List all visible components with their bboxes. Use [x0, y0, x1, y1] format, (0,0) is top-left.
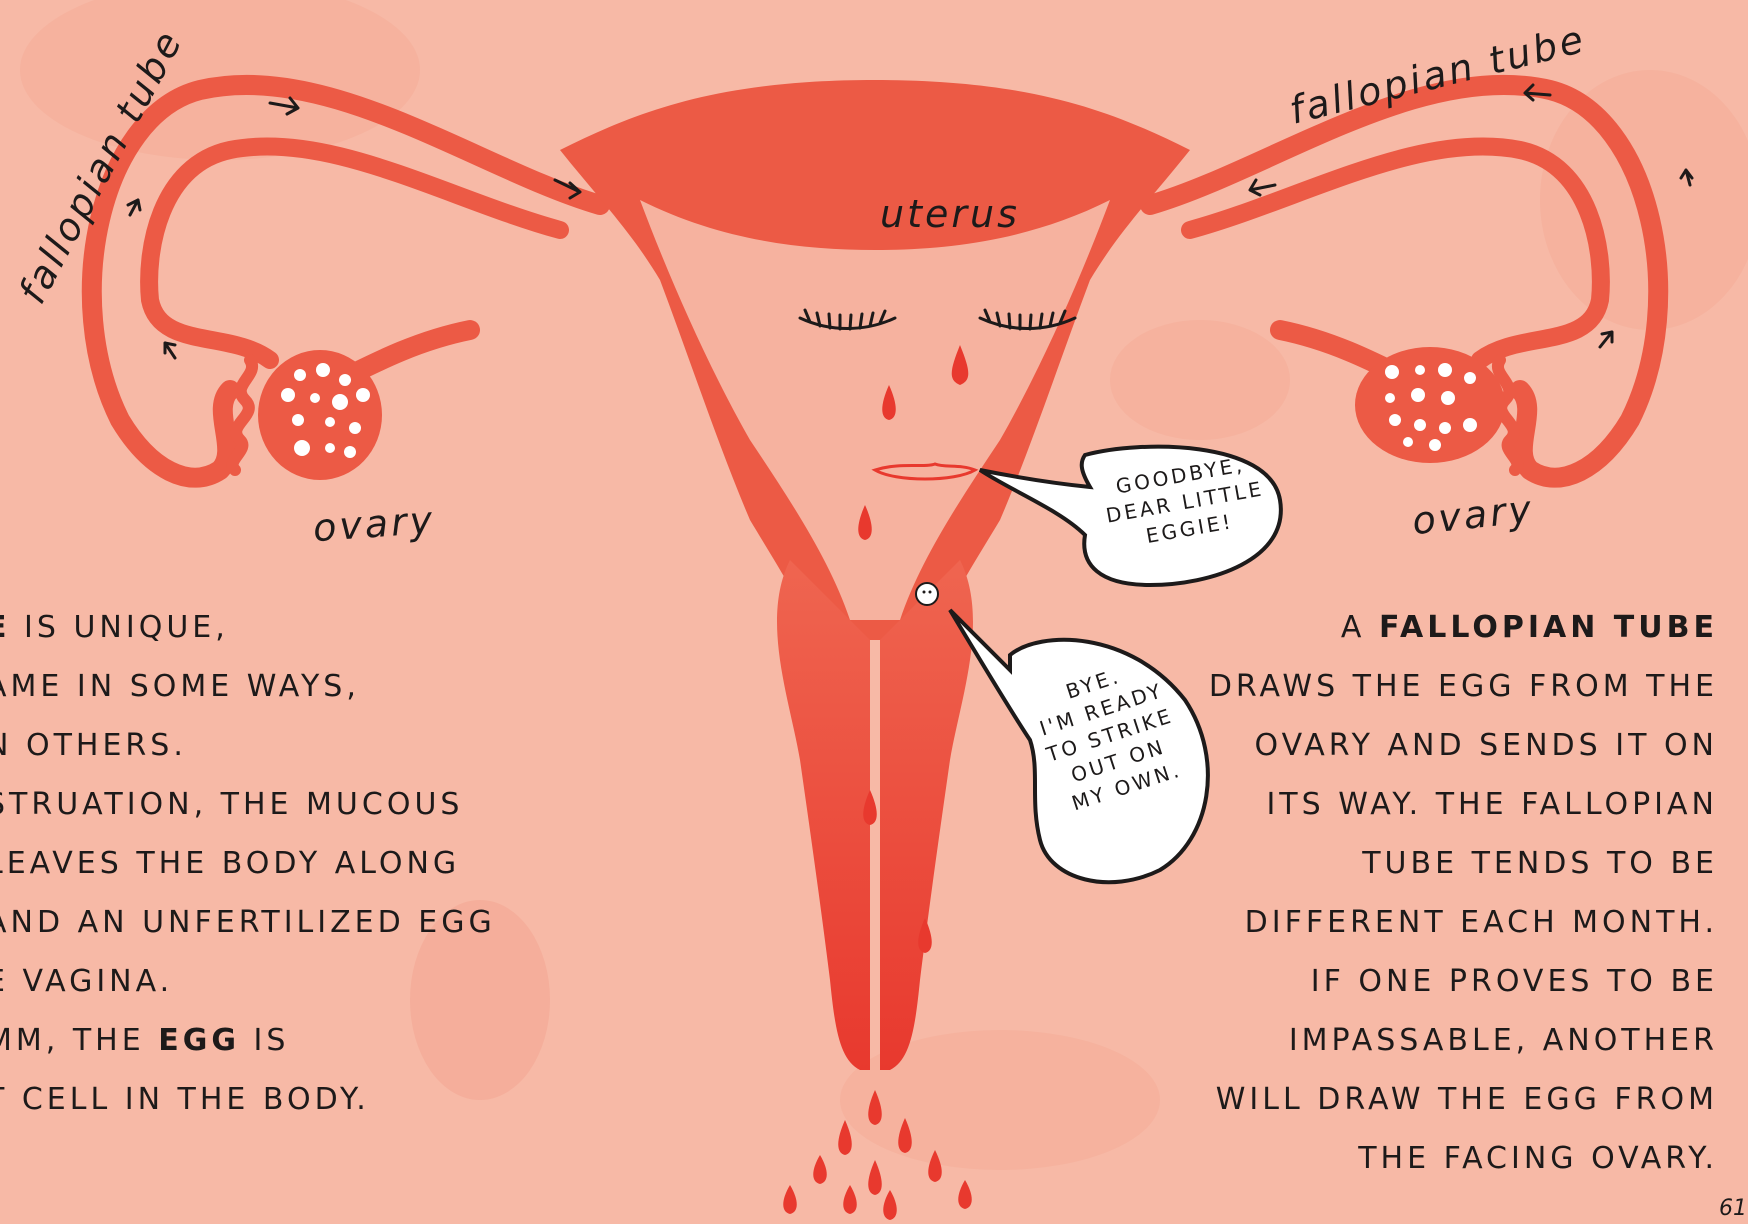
text-segment: IS UNIQUE,: [11, 610, 229, 645]
ovary-left-organ: [258, 330, 470, 480]
text-segment: AND AN UNFERTILIZED EGG: [0, 905, 496, 940]
text-segment: N OTHERS.: [0, 728, 187, 763]
right-body-text: A FALLOPIAN TUBE DRAWS THE EGG FROM THE OV…: [1209, 598, 1718, 1188]
text-line: TUBE TENDS TO BE: [1209, 834, 1718, 893]
text-line: AME IN SOME WAYS,: [0, 657, 496, 716]
text-segment: E VAGINA.: [0, 964, 173, 999]
text-line: MM, THE EGG IS: [0, 1011, 496, 1070]
text-segment: T CELL IN THE BODY.: [0, 1082, 370, 1117]
label-uterus: uterus: [880, 192, 1020, 236]
text-line: N OTHERS.: [0, 716, 496, 775]
text-line: STRUATION, THE MUCOUS: [0, 775, 496, 834]
text-line: A FALLOPIAN TUBE: [1209, 598, 1718, 657]
text-segment: IMPASSABLE, ANOTHER: [1289, 1023, 1718, 1058]
text-line: AND AN UNFERTILIZED EGG: [0, 893, 496, 952]
text-segment: TUBE TENDS TO BE: [1362, 846, 1718, 881]
text-segment: STRUATION, THE MUCOUS: [0, 787, 463, 822]
text-line: LEAVES THE BODY ALONG: [0, 834, 496, 893]
text-segment: LEAVES THE BODY ALONG: [0, 846, 460, 881]
page-number: 61: [1719, 1196, 1747, 1221]
text-segment: OVARY AND SENDS IT ON: [1255, 728, 1718, 763]
text-line: WILL DRAW THE EGG FROM: [1209, 1070, 1718, 1129]
text-line: THE FACING OVARY.: [1209, 1129, 1718, 1188]
bold-term: FALLOPIAN TUBE: [1379, 610, 1718, 645]
text-line: DIFFERENT EACH MONTH.: [1209, 893, 1718, 952]
text-segment: MM, THE: [0, 1023, 158, 1058]
text-segment: AME IN SOME WAYS,: [0, 669, 360, 704]
egg: [916, 583, 938, 605]
text-segment: ITS WAY. THE FALLOPIAN: [1266, 787, 1718, 822]
text-line: OVARY AND SENDS IT ON: [1209, 716, 1718, 775]
text-line: IMPASSABLE, ANOTHER: [1209, 1011, 1718, 1070]
bold-term: E: [0, 610, 11, 645]
text-segment: IS: [240, 1023, 289, 1058]
text-line: T CELL IN THE BODY.: [0, 1070, 496, 1129]
text-line: E IS UNIQUE,: [0, 598, 496, 657]
fimbriae-left: [233, 360, 252, 470]
bold-term: EGG: [158, 1023, 240, 1058]
text-line: ITS WAY. THE FALLOPIAN: [1209, 775, 1718, 834]
text-line: DRAWS THE EGG FROM THE: [1209, 657, 1718, 716]
text-line: E VAGINA.: [0, 952, 496, 1011]
left-body-text: E IS UNIQUE, AME IN SOME WAYS, N OTHERS. ST…: [0, 598, 496, 1129]
text-segment: IF ONE PROVES TO BE: [1311, 964, 1718, 999]
text-segment: THE FACING OVARY.: [1358, 1141, 1718, 1176]
text-segment: DIFFERENT EACH MONTH.: [1245, 905, 1718, 940]
label-ovary-left: ovary: [312, 498, 437, 550]
vagina-shape: [777, 560, 870, 1070]
text-segment: DRAWS THE EGG FROM THE: [1209, 669, 1718, 704]
fallopian-tube-right-inner: [1190, 146, 1601, 360]
vagina-shape-right: [880, 560, 973, 1070]
fallopian-tube-left-inner: [149, 146, 560, 360]
text-segment: WILL DRAW THE EGG FROM: [1216, 1082, 1718, 1117]
text-line: IF ONE PROVES TO BE: [1209, 952, 1718, 1011]
text-segment: A: [1341, 610, 1379, 645]
ovary-right-organ: [1280, 330, 1505, 463]
